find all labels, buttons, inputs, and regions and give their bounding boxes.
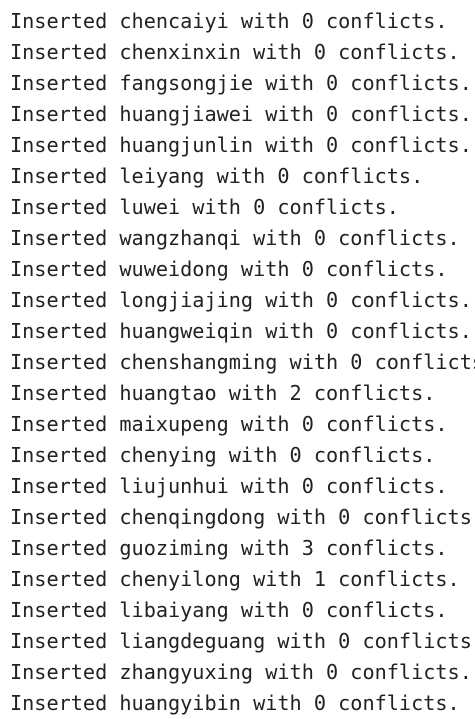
output-line: Inserted chenqingdong with 0 conflicts. <box>10 505 475 529</box>
output-line: Inserted guoziming with 3 conflicts. <box>10 536 448 560</box>
console-output: Inserted chencaiyi with 0 conflicts. Ins… <box>10 6 475 719</box>
output-line: Inserted wangzhanqi with 0 conflicts. <box>10 226 460 250</box>
output-line: Inserted chenyilong with 1 conflicts. <box>10 567 460 591</box>
output-line: Inserted chenxinxin with 0 conflicts. <box>10 40 460 64</box>
output-line: Inserted liujunhui with 0 conflicts. <box>10 474 448 498</box>
output-line: Inserted luwei with 0 conflicts. <box>10 195 399 219</box>
output-line: Inserted leiyang with 0 conflicts. <box>10 164 424 188</box>
output-line: Inserted libaiyang with 0 conflicts. <box>10 598 448 622</box>
output-line: Inserted huangyibin with 0 conflicts. <box>10 691 460 715</box>
output-line: Inserted maixupeng with 0 conflicts. <box>10 412 448 436</box>
output-line: Inserted longjiajing with 0 conflicts. <box>10 288 472 312</box>
output-line: Inserted huangjiawei with 0 conflicts. <box>10 102 472 126</box>
output-line: Inserted huangweiqin with 0 conflicts. <box>10 319 472 343</box>
output-line: Inserted zhangyuxing with 0 conflicts. <box>10 660 472 684</box>
output-line: Inserted chencaiyi with 0 conflicts. <box>10 9 448 33</box>
output-line: Inserted chenshangming with 0 conflicts <box>10 350 475 374</box>
output-line: Inserted huangjunlin with 0 conflicts. <box>10 133 472 157</box>
output-line: Inserted liangdeguang with 0 conflicts. <box>10 629 475 653</box>
output-line: Inserted wuweidong with 0 conflicts. <box>10 257 448 281</box>
output-line: Inserted fangsongjie with 0 conflicts. <box>10 71 472 95</box>
output-line: Inserted chenying with 0 conflicts. <box>10 443 436 467</box>
output-line: Inserted huangtao with 2 conflicts. <box>10 381 436 405</box>
